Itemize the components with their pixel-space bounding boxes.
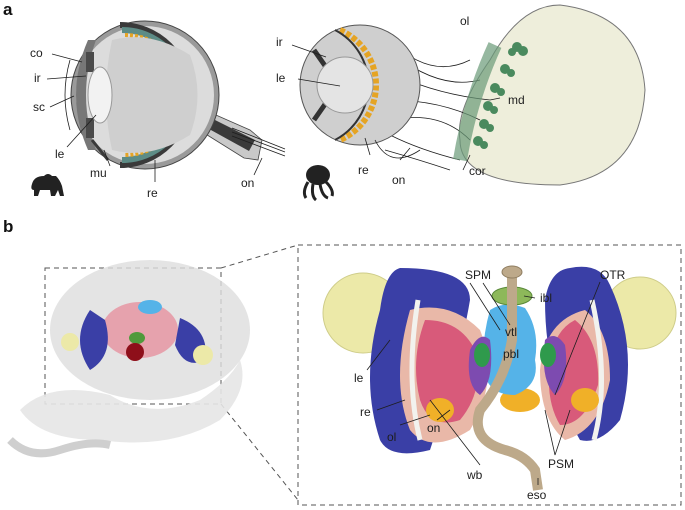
octopus-label-on: on	[392, 173, 405, 187]
zoom-connector-bottom	[220, 403, 299, 501]
bear-label-on: on	[241, 176, 254, 190]
octopus-label-le: le	[276, 71, 286, 85]
octopus-label-re: re	[358, 163, 369, 177]
label-pbl: pbl	[503, 347, 519, 361]
label-re: re	[360, 405, 371, 419]
bear-label-le: le	[55, 147, 65, 161]
overview-render	[7, 260, 250, 458]
label-vtl: vtl	[505, 325, 517, 339]
label-spm: SPM	[465, 268, 491, 282]
bear-eye-diagram	[64, 20, 286, 170]
label-psm: PSM	[548, 457, 574, 471]
bear-label-sc: sc	[33, 100, 45, 114]
label-ol: ol	[387, 430, 396, 444]
bear-label-ir: ir	[34, 71, 41, 85]
octopus-label-ir: ir	[276, 35, 283, 49]
label-le: le	[354, 371, 364, 385]
octopus-eye-diagram	[299, 4, 646, 186]
bear-label-re: re	[147, 186, 158, 200]
label-otr: OTR	[600, 268, 626, 282]
label-eso: eso	[527, 488, 547, 502]
detail-render	[322, 265, 677, 491]
zoom-connector-top	[220, 244, 299, 269]
bear-icon	[31, 174, 64, 196]
label-on: on	[427, 421, 440, 435]
bear-label-co: co	[30, 46, 43, 60]
octopus-label-md: md	[508, 93, 525, 107]
label-ibl: ibl	[540, 291, 552, 305]
label-wb: wb	[466, 468, 483, 482]
bear-label-mu: mu	[90, 166, 107, 180]
octopus-label-cor: cor	[469, 164, 486, 178]
octopus-icon	[302, 165, 334, 202]
panel-a-label: a	[3, 0, 13, 19]
panel-b-label: b	[3, 217, 13, 236]
detail-dashed-box	[297, 244, 682, 506]
octopus-label-ol: ol	[460, 14, 469, 28]
